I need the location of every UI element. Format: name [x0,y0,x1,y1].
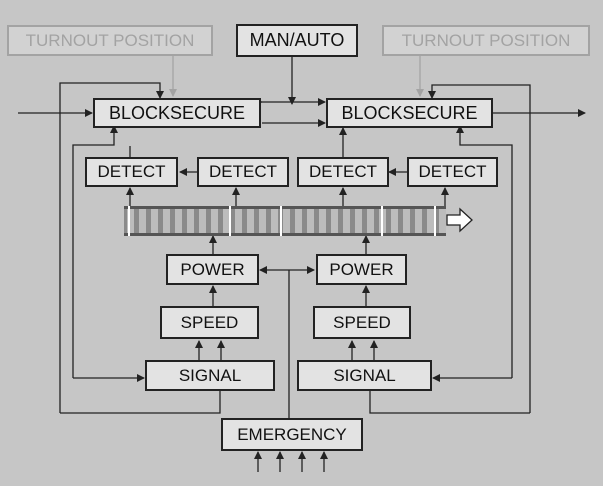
speed-box-left: SPEED [160,306,259,339]
detect-box-4: DETECT [407,157,498,187]
signal-box-right: SIGNAL [297,360,432,391]
turnout-connectors [169,56,424,97]
emergency-box: EMERGENCY [221,418,363,451]
direction-arrow-icon [446,207,473,233]
connector-lines [18,56,586,472]
turnout-position-right: TURNOUT POSITION [382,25,590,56]
detect-box-3: DETECT [297,157,389,187]
power-box-right: POWER [316,254,407,285]
railway-track-icon [124,206,446,236]
man-auto-box: MAN/AUTO [236,24,358,57]
signal-box-left: SIGNAL [145,360,275,391]
speed-box-right: SPEED [313,306,411,339]
blocksecure-left: BLOCKSECURE [93,98,261,128]
detect-box-2: DETECT [197,157,289,187]
power-box-left: POWER [166,254,259,285]
turnout-position-left: TURNOUT POSITION [7,25,213,56]
blocksecure-right: BLOCKSECURE [326,98,493,128]
detect-box-1: DETECT [85,157,178,187]
